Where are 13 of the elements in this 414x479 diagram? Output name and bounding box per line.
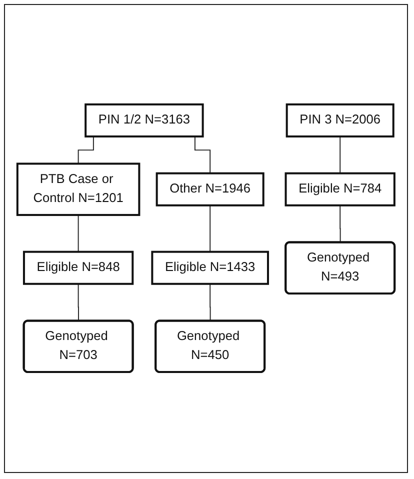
connector (210, 205, 211, 253)
node-box: Eligible N=848 (22, 251, 134, 286)
connector (340, 136, 341, 174)
connector (78, 214, 79, 253)
connector (78, 284, 80, 322)
node-box: Other N=1946 (156, 172, 264, 207)
connector (210, 284, 211, 322)
node-box: PTB Case or Control N=1201 (16, 162, 140, 216)
node-box: Eligible N=784 (284, 172, 396, 207)
node-box: PIN 3 N=2006 (286, 104, 394, 138)
node-box: Eligible N=1433 (151, 251, 269, 286)
node-box: PIN 1/2 N=3163 (84, 104, 204, 138)
connector (340, 205, 341, 244)
